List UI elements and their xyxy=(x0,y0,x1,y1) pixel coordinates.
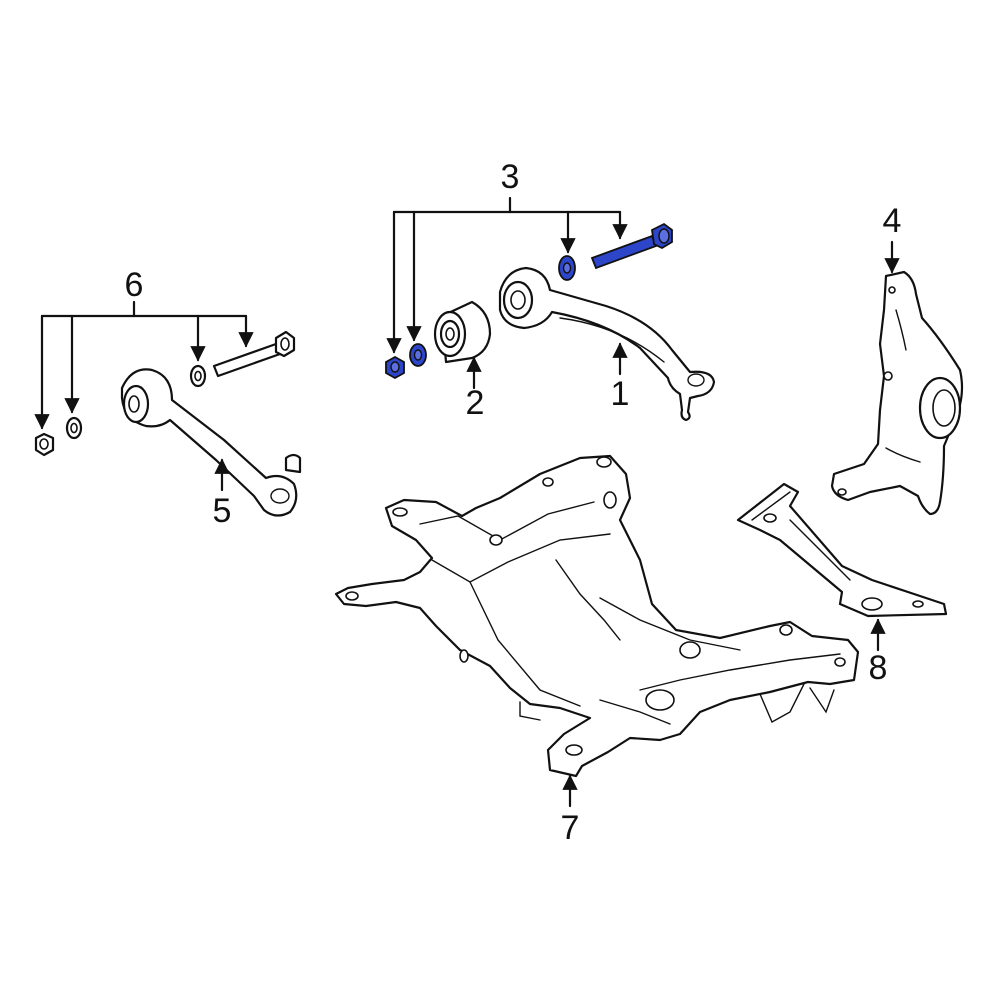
callout-2-label: 2 xyxy=(465,384,485,422)
callout-8-label: 8 xyxy=(868,649,888,687)
washer-lower[interactable] xyxy=(65,416,83,440)
callout-3-leader xyxy=(386,196,628,354)
bushing[interactable] xyxy=(433,300,492,364)
washer-highlighted-upper[interactable] xyxy=(558,255,576,281)
callout-6-leader xyxy=(34,300,254,430)
callout-6-label: 6 xyxy=(124,266,144,304)
washer-upper[interactable] xyxy=(189,364,207,388)
steering-knuckle[interactable] xyxy=(830,270,964,516)
subframe[interactable] xyxy=(334,454,860,778)
cross-brace[interactable] xyxy=(736,482,948,618)
callout-7-label: 7 xyxy=(560,809,580,847)
callout-4-label: 4 xyxy=(882,202,902,240)
callout-5-label: 5 xyxy=(212,492,232,530)
callout-1-label: 1 xyxy=(610,375,630,413)
callout-3-label: 3 xyxy=(500,158,520,196)
bolt[interactable] xyxy=(212,330,296,378)
washer-highlighted-lower[interactable] xyxy=(409,343,427,367)
lock-nut-highlighted[interactable] xyxy=(385,355,405,380)
bolt-highlighted[interactable] xyxy=(590,222,673,270)
lock-nut[interactable] xyxy=(34,432,55,457)
control-arm[interactable] xyxy=(498,266,716,422)
lower-control-arm[interactable] xyxy=(120,368,302,517)
